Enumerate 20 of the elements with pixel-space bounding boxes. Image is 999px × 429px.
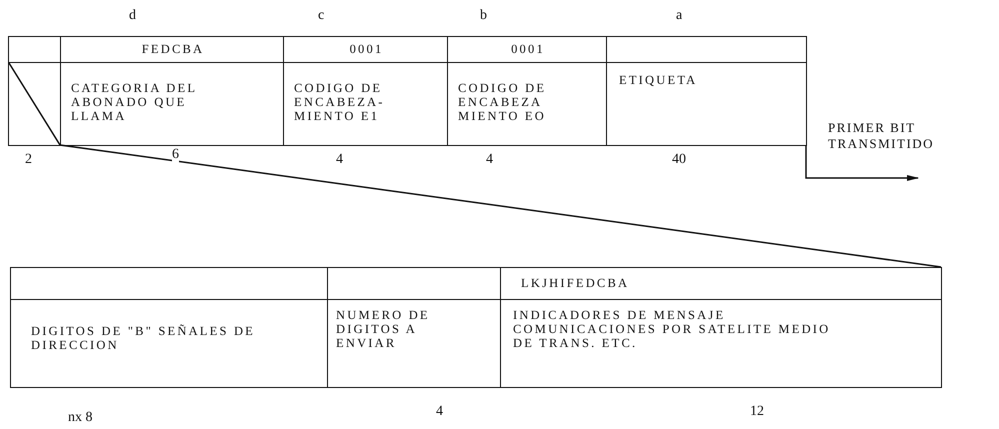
field-text: NUMERO DE DIGITOS A ENVIAR <box>336 308 431 350</box>
field-text: ETIQUETA <box>619 73 698 87</box>
field-text: FEDCBA <box>140 42 206 56</box>
field-text: CODIGO DE ENCABEZA MIENTO EO <box>458 81 548 123</box>
field-text: CATEGORIA DEL ABONADO QUE LLAMA <box>71 81 198 123</box>
field-text: DIGITOS DE "B" SEÑALES DE DIRECCION <box>31 324 256 352</box>
field-cell <box>10 299 328 388</box>
field-text: INDICADORES DE MENSAJE COMUNICACIONES POR SATELITE MEDIO DE TRANS. ETC. <box>513 308 832 350</box>
empty-field-cell <box>606 36 807 63</box>
field-text: 0001 <box>510 42 546 56</box>
field-cell <box>500 299 942 388</box>
field-text: CODIGO DE ENCABEZA- MIENTO E1 <box>294 81 386 123</box>
field-cell <box>500 267 942 300</box>
empty-field-cell <box>10 267 328 300</box>
bit-count: 6 <box>172 147 179 163</box>
empty-field-cell <box>8 62 61 146</box>
field-text: 0001 <box>348 42 384 56</box>
field-cell <box>606 62 807 146</box>
empty-field-cell <box>8 36 61 63</box>
field-text: LKJHIFEDCBA <box>521 276 630 290</box>
